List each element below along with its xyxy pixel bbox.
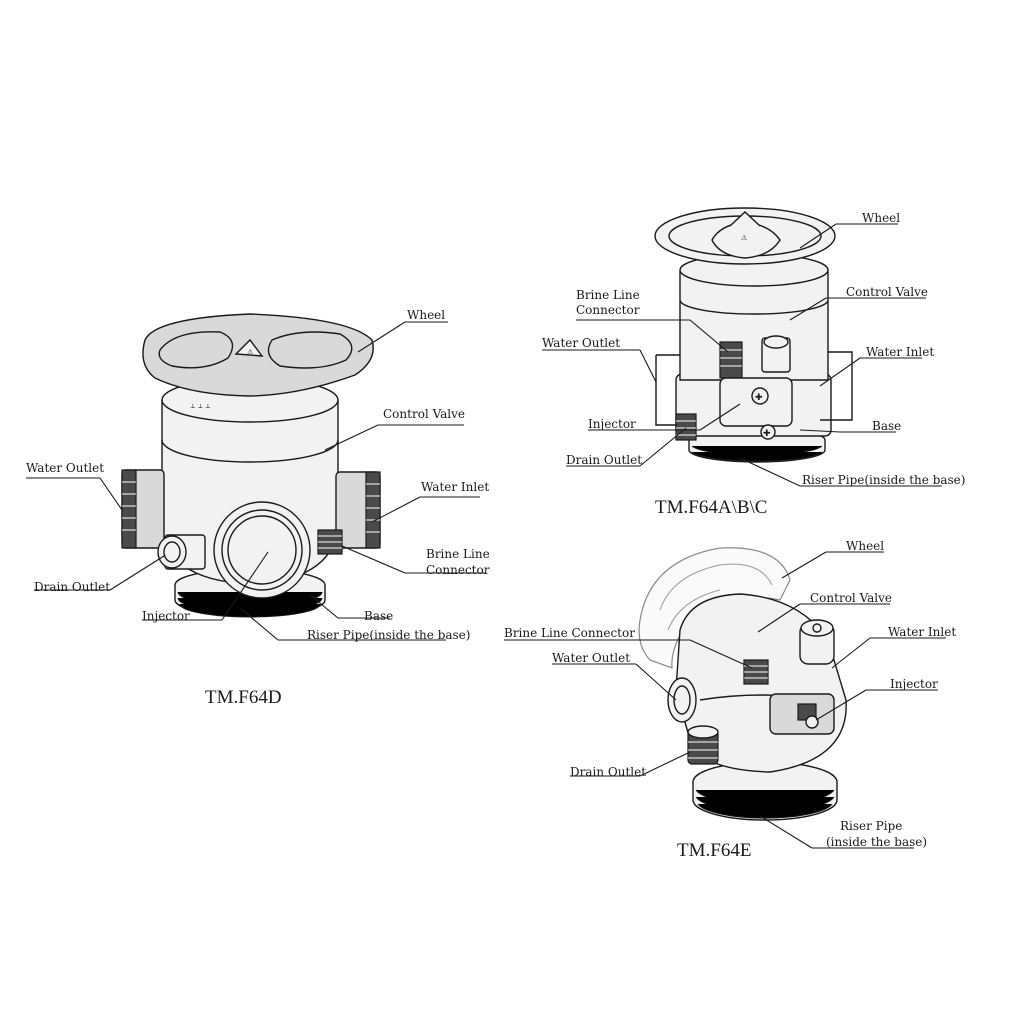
f64abc-label-riser-pipe: Riser Pipe(inside the base) <box>802 473 965 487</box>
f64d-label-brine-line: Brine Line <box>426 547 490 561</box>
f64e-injector <box>769 693 835 735</box>
f64d-label-drain-outlet: Drain Outlet <box>34 580 110 594</box>
f64d-wheel: ⚠ <box>142 313 374 397</box>
f64abc-leaders <box>542 223 942 487</box>
f64d-water-inlet-pipe <box>335 471 381 549</box>
f64e-label-wheel: Wheel <box>846 539 884 553</box>
f64abc-label-injector: Injector <box>588 417 636 431</box>
f64e-title: TM.F64E <box>677 840 751 861</box>
svg-text:✚: ✚ <box>755 393 763 403</box>
valve-f64d: ⊥ ⊥ ⊥ <box>26 308 490 708</box>
f64abc-brine-line-connector <box>719 335 791 379</box>
f64abc-title: TM.F64A\B\C <box>655 497 767 518</box>
f64e-label-brine-line-connector: Brine Line Connector <box>504 626 635 640</box>
f64e-label-water-inlet: Water Inlet <box>888 625 956 639</box>
f64e-label-water-outlet: Water Outlet <box>552 651 630 665</box>
f64abc-drain-outlet <box>675 413 697 441</box>
f64d-label-injector: Injector <box>142 609 190 623</box>
f64abc-label-control-valve: Control Valve <box>846 285 928 299</box>
svg-text:⚠: ⚠ <box>247 348 253 356</box>
f64e-label-riser-pipe: Riser Pipe <box>840 819 902 833</box>
f64d-label-water-inlet: Water Inlet <box>421 480 489 494</box>
f64abc-wheel: ⚠ <box>654 207 836 265</box>
f64e-label-injector: Injector <box>890 677 938 691</box>
f64abc-control-valve-body <box>679 253 829 381</box>
f64e-water-outlet-pipe <box>667 677 697 723</box>
f64e-label-riser-pipe-note: (inside the base) <box>826 835 927 849</box>
f64abc-label-water-inlet: Water Inlet <box>866 345 934 359</box>
valve-f64e: Wheel Control Valve Brine Line Connector… <box>504 539 956 861</box>
f64d-leaders <box>26 321 486 641</box>
f64d-water-outlet-pipe <box>121 469 165 549</box>
f64e-label-control-valve: Control Valve <box>810 591 892 605</box>
f64abc-label-base: Base <box>872 419 901 433</box>
valve-f64abc: ✚ ✚ ⚠ <box>542 207 965 518</box>
f64abc-label-water-outlet: Water Outlet <box>542 336 620 350</box>
f64d-label-water-outlet: Water Outlet <box>26 461 104 475</box>
f64abc-label-drain-outlet: Drain Outlet <box>566 453 642 467</box>
f64e-drain-outlet <box>687 725 719 765</box>
f64abc-label-connector: Connector <box>576 303 640 317</box>
svg-text:⚠: ⚠ <box>741 234 747 242</box>
f64d-label-wheel: Wheel <box>407 308 445 322</box>
f64d-brine-line-connector <box>317 529 343 555</box>
f64e-label-drain-outlet: Drain Outlet <box>570 765 646 779</box>
f64abc-label-wheel: Wheel <box>862 211 900 225</box>
f64d-label-base: Base <box>364 609 393 623</box>
f64d-title: TM.F64D <box>205 687 282 708</box>
f64d-injector <box>213 501 311 599</box>
svg-text:⊥ ⊥ ⊥: ⊥ ⊥ ⊥ <box>190 403 211 410</box>
f64d-label-riser-pipe: Riser Pipe(inside the base) <box>307 628 470 642</box>
f64d-drain-outlet <box>157 534 206 570</box>
f64abc-injector: ✚ ✚ <box>719 377 793 440</box>
f64e-water-inlet-pipe <box>799 619 835 665</box>
f64e-brine-line-connector <box>743 659 769 685</box>
f64d-label-control-valve: Control Valve <box>383 407 465 421</box>
f64d-label-connector: Connector <box>426 563 490 577</box>
f64abc-label-brine-line: Brine Line <box>576 288 640 302</box>
f64e-leaders <box>504 551 946 849</box>
svg-text:✚: ✚ <box>763 429 771 439</box>
